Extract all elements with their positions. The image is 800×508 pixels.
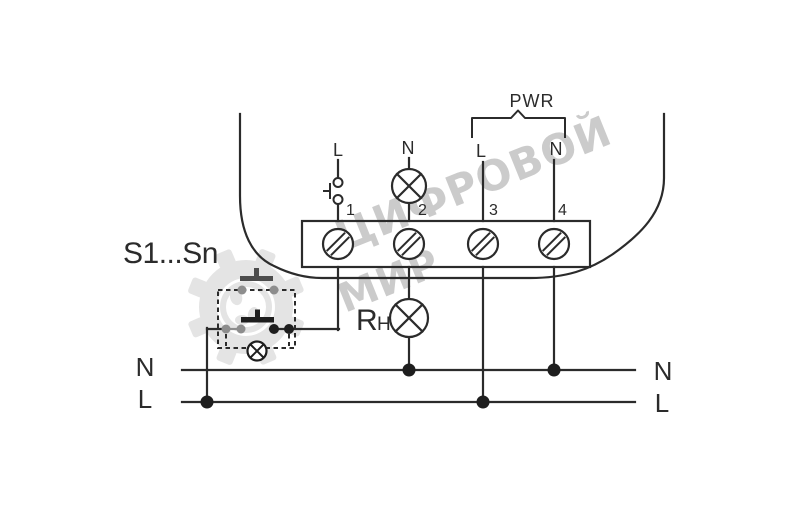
junction-dot [547,363,561,377]
label-load-r: R [356,304,378,337]
label-terminal-1: 1 [346,202,355,219]
label-switch-group: S1...Sn [123,237,218,270]
screw-terminal-3 [466,227,500,261]
screw-terminal-2 [392,227,426,261]
labels: L N PWR L N 1 2 3 4 S1...Sn R H N L N L [123,91,672,418]
terminal-block [300,219,592,269]
label-rail-left-l: L [138,384,152,414]
label-terminal-3: 3 [489,202,498,219]
screw-terminal-4 [537,227,571,261]
label-terminal-4: 4 [558,202,567,219]
pushbutton-icon [323,177,344,205]
label-pwr-l: L [476,141,486,161]
label-rail-left-n: N [136,352,155,382]
label-pwr: PWR [510,91,555,111]
terminal-block-outline [300,219,592,269]
wall-switch-unit [217,268,296,362]
junction-dot [402,363,416,377]
pushbutton-ghost-icon [237,268,279,295]
load-lamp-icon [388,297,430,339]
indicator-lamp-icon [246,340,268,362]
label-rail-right-n: N [654,356,673,386]
junction-dot [476,395,490,409]
junction-dot [200,395,214,409]
screw-terminal-1 [321,227,355,261]
label-load-h-sub: H [377,314,391,335]
pushbutton-main-icon [221,309,294,334]
lamp-icon [390,167,428,205]
label-pwr-n: N [550,139,563,159]
pwr-bracket [471,109,566,138]
label-input-l: L [333,140,343,160]
junction-dots [200,363,561,409]
label-terminal-2: 2 [418,202,427,219]
device-outline [238,112,666,280]
label-lamp-n: N [402,138,415,158]
wall-switch-box [217,289,296,349]
label-rail-right-l: L [655,388,669,418]
